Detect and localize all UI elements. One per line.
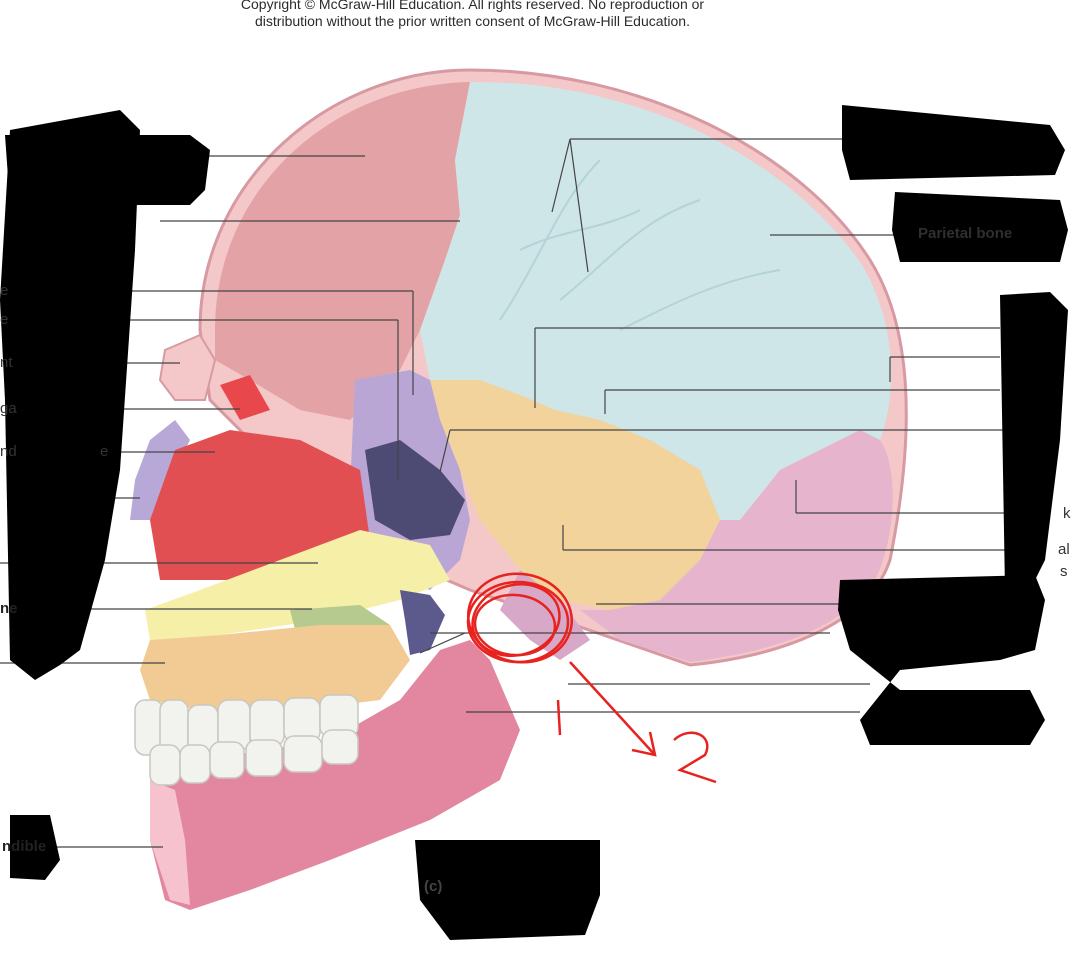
copyright-line-1: Copyright © McGraw-Hill Education. All r… — [240, 0, 705, 12]
label-left-nt: nt — [0, 354, 13, 371]
sphenoid-sinus — [365, 440, 465, 540]
label-left-e3: e — [100, 443, 109, 460]
red-annotation — [466, 572, 717, 784]
teeth — [134, 694, 359, 786]
leader-lines — [0, 138, 1005, 848]
pterygoid-process — [400, 590, 445, 655]
parietal-bone — [420, 81, 892, 520]
label-parietal-bone: Parietal bone — [918, 225, 1013, 242]
label-left-ga: ga — [0, 400, 17, 417]
label-right-s: s — [1060, 563, 1068, 580]
parietal-vessels — [499, 159, 781, 331]
redaction-left-top-bar — [5, 135, 210, 205]
label-mandible: ndible — [2, 838, 47, 855]
label-left-e1: e — [0, 282, 9, 299]
redaction-caption — [415, 840, 600, 940]
redaction-top-right — [842, 105, 1065, 180]
ethmoid-bone — [130, 420, 190, 520]
label-left-e2: e — [0, 311, 9, 328]
redaction-mandible-blob — [10, 815, 60, 880]
label-right-al: al — [1058, 541, 1070, 558]
redaction-lower-right — [838, 575, 1045, 745]
frontal-bone — [215, 82, 470, 420]
mandible — [150, 640, 520, 910]
redaction-marks — [0, 105, 1068, 940]
label-left-ne: ne — [0, 600, 18, 617]
redaction-right-column — [1000, 292, 1068, 600]
copyright-line-2: distribution without the prior written c… — [255, 13, 690, 29]
vomer-bone — [145, 530, 450, 640]
crista-region — [220, 375, 270, 420]
nasal-concha — [150, 430, 370, 580]
label-right-k: k — [1063, 505, 1071, 522]
label-caption: (c) — [424, 878, 443, 895]
label-left-nd: nd — [0, 443, 17, 460]
temporal-bone — [430, 380, 720, 610]
frontal-sinus — [158, 333, 217, 401]
redaction-left-column — [0, 110, 140, 680]
redaction-parietal-box — [892, 192, 1068, 262]
copyright-notice: Copyright © McGraw-Hill Education. All r… — [150, 0, 795, 30]
maxilla — [140, 625, 410, 710]
mandible-cut-edge — [150, 780, 190, 905]
